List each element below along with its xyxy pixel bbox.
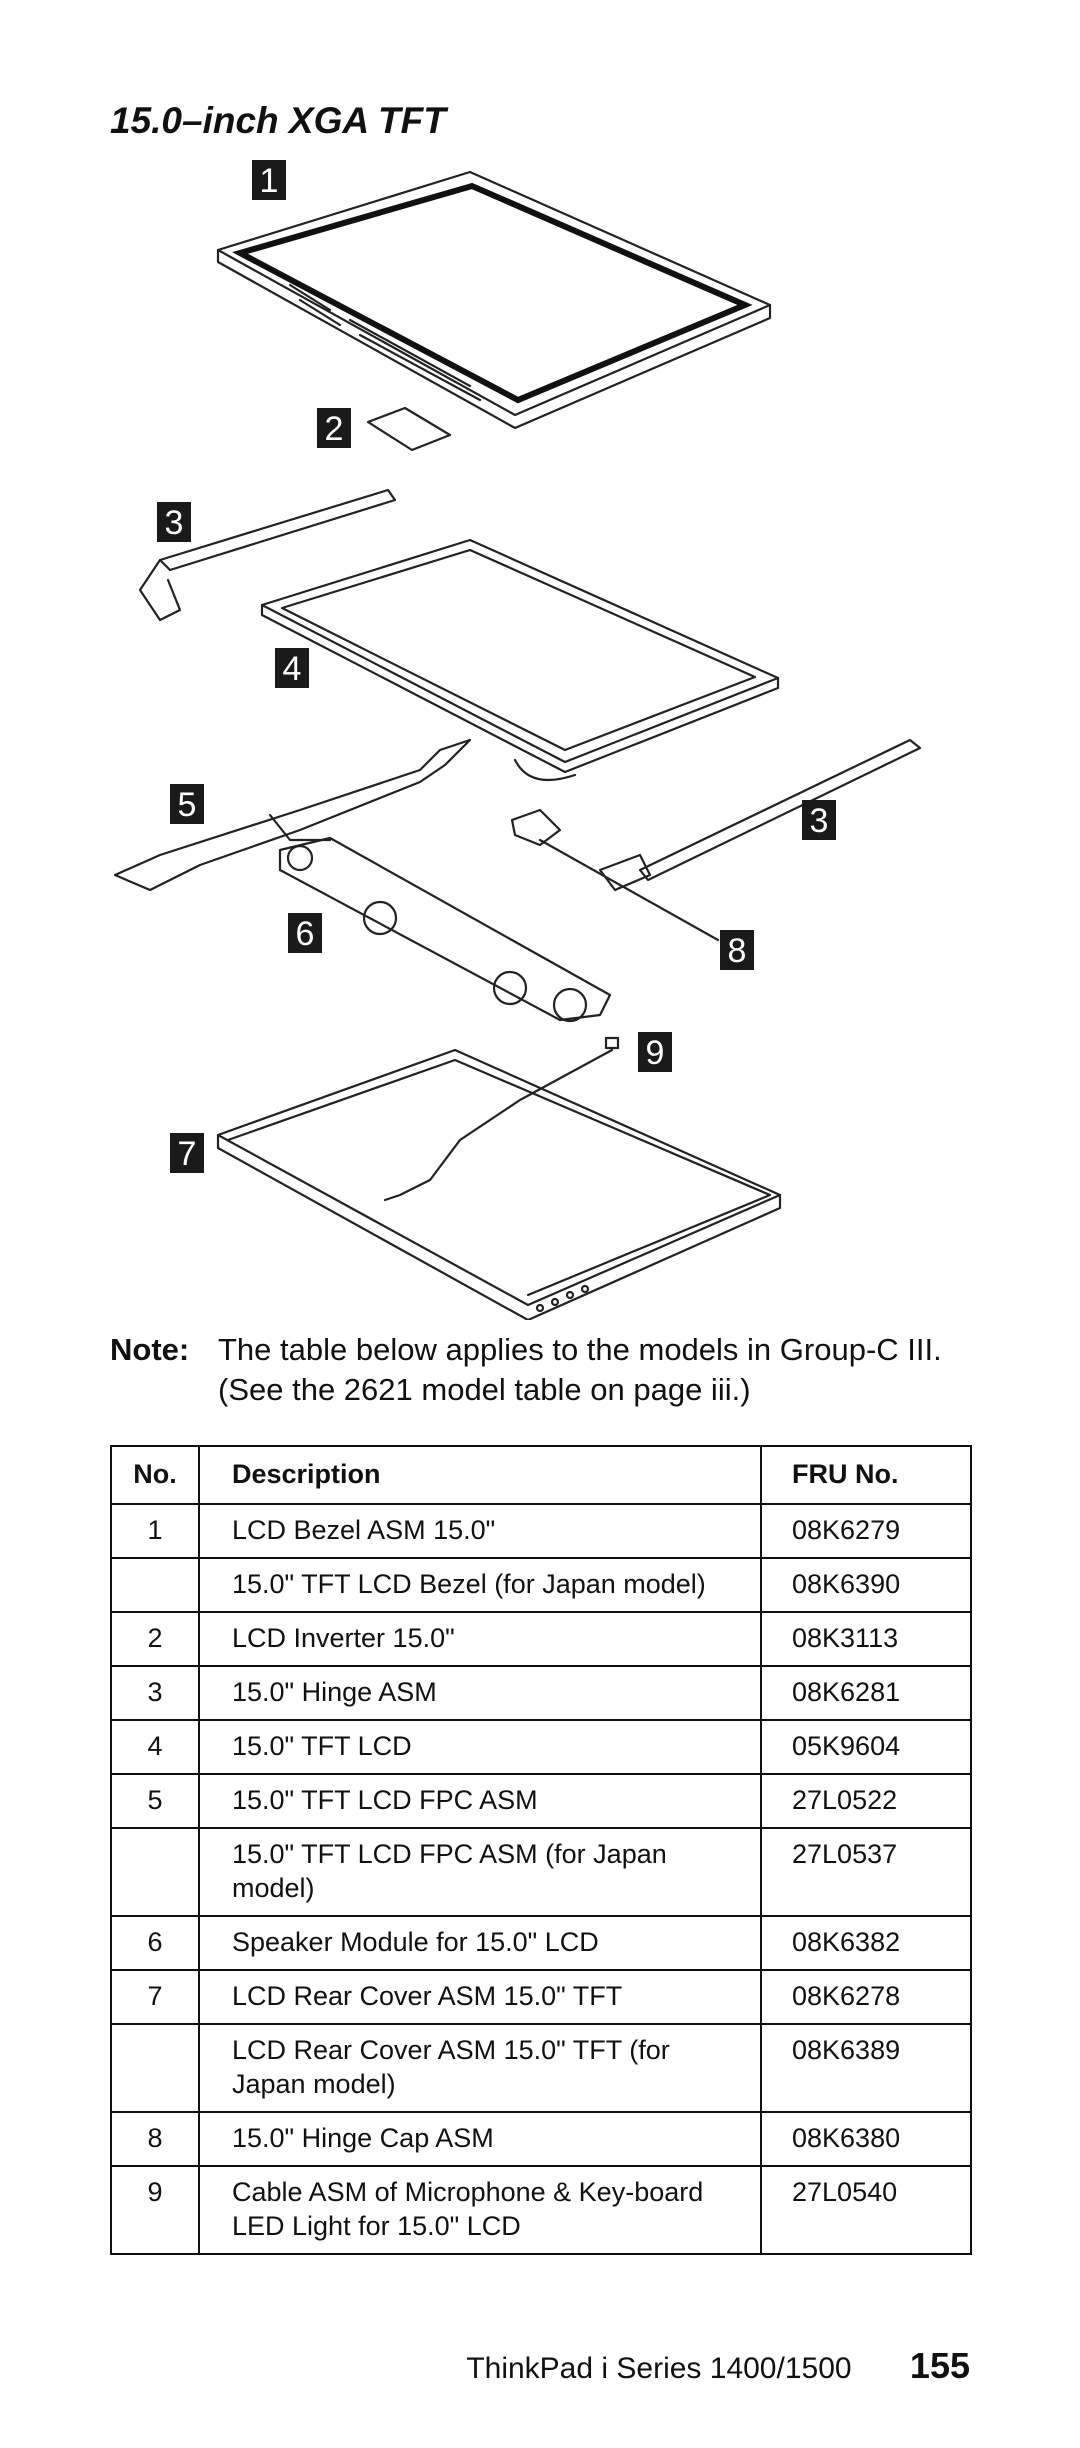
- cell-description: LCD Bezel ASM 15.0": [198, 1503, 762, 1559]
- cell-description: 15.0" TFT LCD Bezel (for Japan model): [198, 1557, 762, 1613]
- table-row: 7 LCD Rear Cover ASM 15.0" TFT 08K6278: [110, 1969, 972, 2025]
- cell-fru: 27L0537: [760, 1827, 972, 1917]
- cell-description: Speaker Module for 15.0" LCD: [198, 1915, 762, 1971]
- svg-text:1: 1: [260, 162, 279, 200]
- cell-description: LCD Rear Cover ASM 15.0" TFT: [198, 1969, 762, 2025]
- table-row: 4 15.0" TFT LCD 05K9604: [110, 1719, 972, 1775]
- callout-9: 9: [638, 1032, 672, 1072]
- fpc-cable-drawing: [113, 738, 472, 892]
- cell-fru: 08K6382: [760, 1915, 972, 1971]
- cell-no: 5: [110, 1773, 200, 1829]
- callout-4: 4: [275, 648, 309, 688]
- svg-text:6: 6: [296, 915, 315, 953]
- cell-no: 6: [110, 1915, 200, 1971]
- cell-no: 9: [110, 2165, 200, 2255]
- cell-fru: 08K6380: [760, 2111, 972, 2167]
- note-text: The table below applies to the models in…: [218, 1332, 942, 1407]
- section-title: 15.0–inch XGA TFT: [110, 100, 446, 141]
- cell-description: 15.0" Hinge ASM: [198, 1665, 762, 1721]
- cell-no: 4: [110, 1719, 200, 1775]
- footer-series: ThinkPad i Series 1400/1500: [466, 2352, 852, 2385]
- callout-6: 6: [288, 913, 322, 953]
- callout-3-right: 3: [802, 800, 836, 840]
- hinge-cap-drawing: [510, 808, 720, 942]
- note-label: Note:: [110, 1332, 190, 1367]
- mic-led-cable-drawing: [383, 1036, 620, 1202]
- cell-fru: 05K9604: [760, 1719, 972, 1775]
- table-header-row: No. Description FRU No.: [110, 1445, 972, 1505]
- table-row: 15.0" TFT LCD FPC ASM (for Japan model) …: [110, 1827, 972, 1917]
- cell-no: [110, 2023, 200, 2113]
- cell-description: 15.0" Hinge Cap ASM: [198, 2111, 762, 2167]
- cell-fru: 27L0540: [760, 2165, 972, 2255]
- table-row: 2 LCD Inverter 15.0" 08K3113: [110, 1611, 972, 1667]
- header-description: Description: [198, 1445, 762, 1505]
- cell-no: [110, 1557, 200, 1613]
- table-row: 9 Cable ASM of Microphone & Key-board LE…: [110, 2165, 972, 2255]
- cell-no: 7: [110, 1969, 200, 2025]
- svg-text:7: 7: [178, 1135, 197, 1173]
- cell-description: LCD Inverter 15.0": [198, 1611, 762, 1667]
- svg-text:9: 9: [646, 1034, 665, 1072]
- lcd-inverter-drawing: [366, 406, 452, 452]
- left-hinge-drawing: [138, 488, 397, 622]
- cell-no: 3: [110, 1665, 200, 1721]
- cell-fru: 08K6281: [760, 1665, 972, 1721]
- svg-text:3: 3: [165, 504, 184, 542]
- table-row: 1 LCD Bezel ASM 15.0" 08K6279: [110, 1503, 972, 1559]
- table-row: 3 15.0" Hinge ASM 08K6281: [110, 1665, 972, 1721]
- cell-fru: 08K6390: [760, 1557, 972, 1613]
- lcd-bezel-drawing: [216, 170, 772, 430]
- header-fru: FRU No.: [760, 1445, 972, 1505]
- callout-3-left: 3: [157, 502, 191, 542]
- page-number: 155: [909, 2345, 970, 2386]
- cell-description: 15.0" TFT LCD FPC ASM (for Japan model): [198, 1827, 762, 1917]
- callout-2: 2: [317, 408, 351, 448]
- table-row: 15.0" TFT LCD Bezel (for Japan model) 08…: [110, 1557, 972, 1613]
- callout-1: 1: [252, 160, 286, 200]
- table-row: 5 15.0" TFT LCD FPC ASM 27L0522: [110, 1773, 972, 1829]
- callout-5: 5: [170, 784, 204, 824]
- cell-no: 1: [110, 1503, 200, 1559]
- cell-fru: 08K3113: [760, 1611, 972, 1667]
- svg-text:3: 3: [810, 802, 829, 840]
- header-no: No.: [110, 1445, 200, 1505]
- cell-fru: 08K6278: [760, 1969, 972, 2025]
- callout-7: 7: [170, 1133, 204, 1173]
- fru-table: No. Description FRU No. 1 LCD Bezel ASM …: [110, 1445, 972, 2255]
- lcd-rear-cover-drawing: [216, 1048, 782, 1320]
- page-footer: ThinkPad i Series 1400/1500 155: [466, 2345, 970, 2387]
- table-row: LCD Rear Cover ASM 15.0" TFT (for Japan …: [110, 2023, 972, 2113]
- cell-description: Cable ASM of Microphone & Key-board LED …: [198, 2165, 762, 2255]
- cell-fru: 08K6389: [760, 2023, 972, 2113]
- cell-no: [110, 1827, 200, 1917]
- table-row: 8 15.0" Hinge Cap ASM 08K6380: [110, 2111, 972, 2167]
- right-hinge-drawing: [598, 738, 922, 892]
- cell-description: LCD Rear Cover ASM 15.0" TFT (for Japan …: [198, 2023, 762, 2113]
- cell-description: 15.0" TFT LCD: [198, 1719, 762, 1775]
- svg-text:2: 2: [325, 410, 344, 448]
- cell-no: 2: [110, 1611, 200, 1667]
- cell-fru: 08K6279: [760, 1503, 972, 1559]
- svg-text:8: 8: [728, 932, 747, 970]
- svg-text:4: 4: [283, 650, 302, 688]
- table-row: 6 Speaker Module for 15.0" LCD 08K6382: [110, 1915, 972, 1971]
- svg-text:5: 5: [178, 786, 197, 824]
- callout-8: 8: [720, 930, 754, 970]
- cell-fru: 27L0522: [760, 1773, 972, 1829]
- tft-lcd-panel-drawing: [260, 538, 780, 782]
- cell-description: 15.0" TFT LCD FPC ASM: [198, 1773, 762, 1829]
- cell-no: 8: [110, 2111, 200, 2167]
- exploded-parts-diagram: 1 2 3 4 5 6 7 8 9 3: [113, 160, 922, 1320]
- speaker-module-drawing: [278, 836, 612, 1023]
